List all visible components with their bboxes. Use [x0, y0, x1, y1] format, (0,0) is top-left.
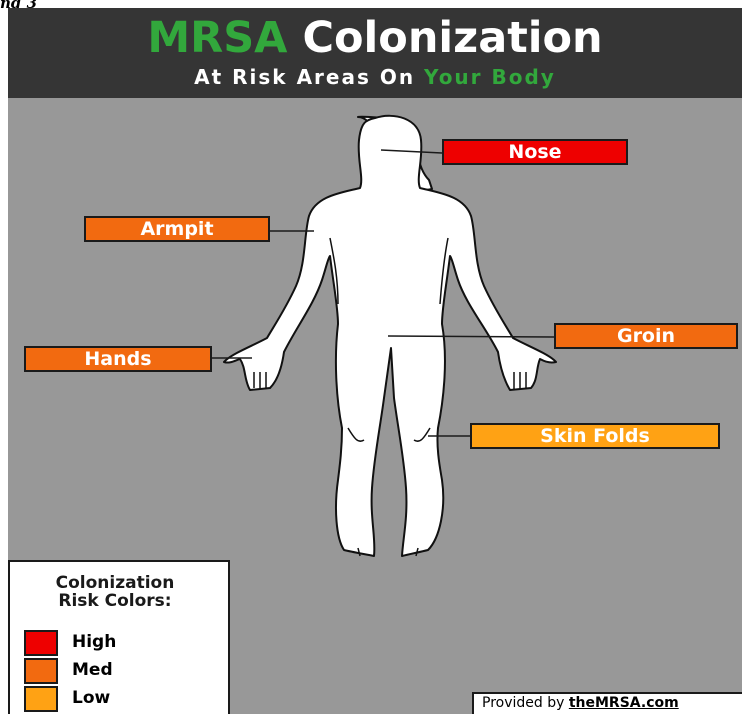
- legend-title-line2: Risk Colors:: [10, 592, 220, 610]
- legend-label-low: Low: [72, 687, 110, 709]
- credit-footer: Provided by theMRSA.com: [472, 692, 742, 714]
- legend-swatch-low: [24, 686, 58, 712]
- infographic-panel: MRSA Colonization At Risk Areas On Your …: [8, 8, 742, 714]
- credit-prefix: Provided by: [482, 695, 569, 711]
- legend-item-low: Low: [24, 686, 214, 712]
- credit-link[interactable]: theMRSA.com: [569, 695, 679, 711]
- legend-title-line1: Colonization: [10, 574, 220, 592]
- leader-line-groin: [388, 336, 554, 337]
- label-nose: Nose: [442, 139, 628, 165]
- risk-legend: Colonization Risk Colors: High Med Low: [8, 560, 230, 714]
- legend-title: Colonization Risk Colors:: [10, 574, 220, 610]
- legend-label-high: High: [72, 631, 116, 653]
- legend-label-med: Med: [72, 659, 113, 681]
- legend-swatch-high: [24, 630, 58, 656]
- legend-item-med: Med: [24, 658, 214, 684]
- legend-item-high: High: [24, 630, 214, 656]
- label-groin: Groin: [554, 323, 738, 349]
- label-hands: Hands: [24, 346, 212, 372]
- legend-swatch-med: [24, 658, 58, 684]
- label-armpit: Armpit: [84, 216, 270, 242]
- label-skin-folds: Skin Folds: [470, 423, 720, 449]
